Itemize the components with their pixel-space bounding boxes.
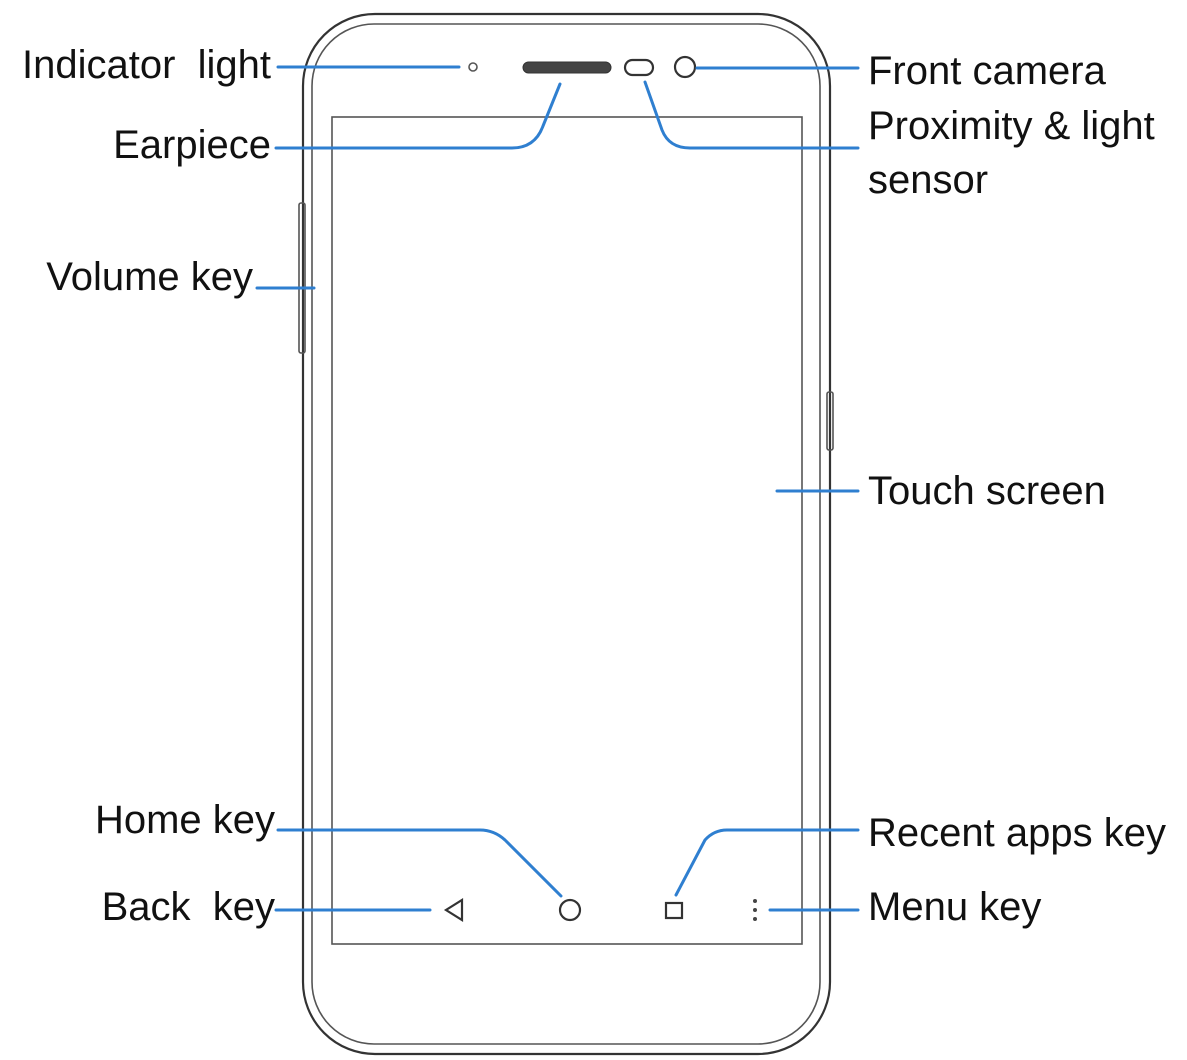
- earpiece-icon: [522, 61, 612, 74]
- volume-key-shape: [298, 202, 306, 354]
- earpiece-label: Earpiece: [113, 123, 271, 167]
- phone-outer-shell: [301, 12, 832, 1056]
- touch-screen-area: [331, 116, 803, 945]
- recent-square-icon: [664, 901, 684, 920]
- home-circle-icon: [558, 898, 582, 922]
- front-camera-icon: [673, 55, 697, 79]
- power-key-shape: [826, 391, 834, 451]
- recent-apps-key-leader: [674, 828, 860, 897]
- menu-dots-icon: [753, 899, 757, 921]
- phone-inner-bezel: [311, 23, 821, 1045]
- phone-body: [298, 12, 834, 1056]
- touch-screen-label: Touch screen: [868, 469, 1106, 513]
- proximity-sensor-leader: [643, 80, 860, 150]
- back-triangle-icon: [443, 898, 464, 922]
- earpiece-leader: [274, 82, 562, 150]
- front-camera-label: Front camera: [868, 49, 1107, 93]
- proximity-sensor-label-line1: Proximity & light: [868, 104, 1155, 148]
- leader-lines: [255, 65, 860, 912]
- menu-key-label: Menu key: [868, 885, 1041, 929]
- home-key-label: Home key: [95, 798, 275, 842]
- proximity-sensor-label-line2: sensor: [868, 158, 988, 202]
- recent-apps-key-label: Recent apps key: [868, 811, 1166, 855]
- back-key-label: Back key: [102, 885, 275, 929]
- proximity-sensor-icon: [623, 58, 655, 77]
- volume-key-label: Volume key: [46, 255, 253, 299]
- home-key-leader: [276, 828, 563, 898]
- indicator-light-label: Indicator light: [22, 43, 271, 87]
- indicator-light-icon: [468, 62, 478, 72]
